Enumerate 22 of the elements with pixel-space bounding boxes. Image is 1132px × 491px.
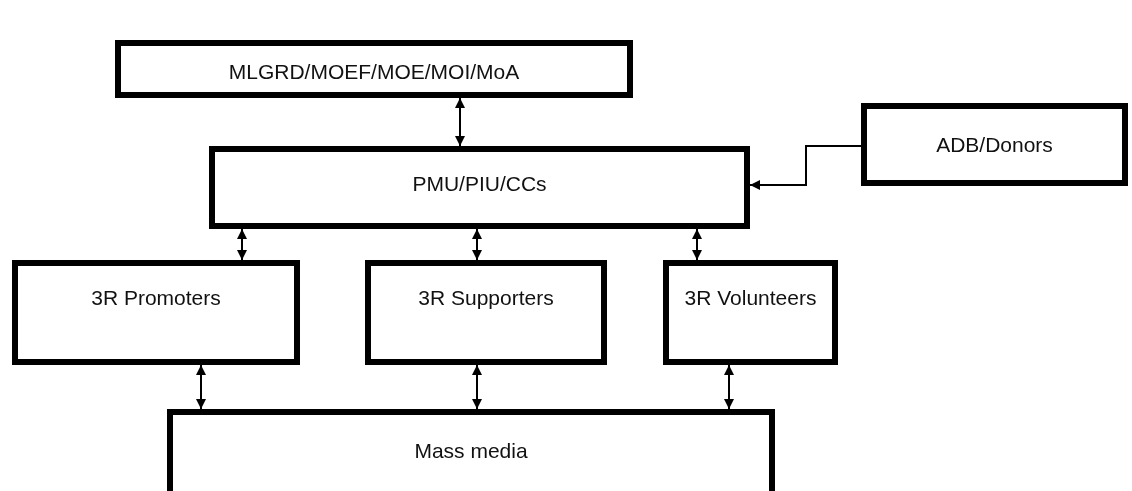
arrow <box>749 145 862 190</box>
arrow <box>472 364 482 410</box>
arrow <box>237 228 247 261</box>
arrow <box>724 364 734 410</box>
process-box <box>12 260 300 365</box>
box-label: PMU/PIU/CCs <box>411 172 548 196</box>
process-box <box>365 260 607 365</box>
box-label: 3R Volunteers <box>683 286 818 310</box>
box-label: Mass media <box>413 439 529 463</box>
box-label: ADB/Donors <box>935 133 1054 157</box>
process-box <box>167 409 775 491</box>
arrow <box>692 228 702 261</box>
process-box <box>115 40 633 98</box>
arrow <box>196 364 206 410</box>
process-box <box>861 103 1128 186</box>
box-label: 3R Promoters <box>90 286 222 310</box>
arrow <box>455 97 465 147</box>
box-label: MLGRD/MOEF/MOE/MOI/MoA <box>227 60 521 84</box>
process-box <box>209 146 750 229</box>
arrow <box>472 228 482 261</box>
box-label: 3R Supporters <box>417 286 555 310</box>
process-box <box>663 260 838 365</box>
